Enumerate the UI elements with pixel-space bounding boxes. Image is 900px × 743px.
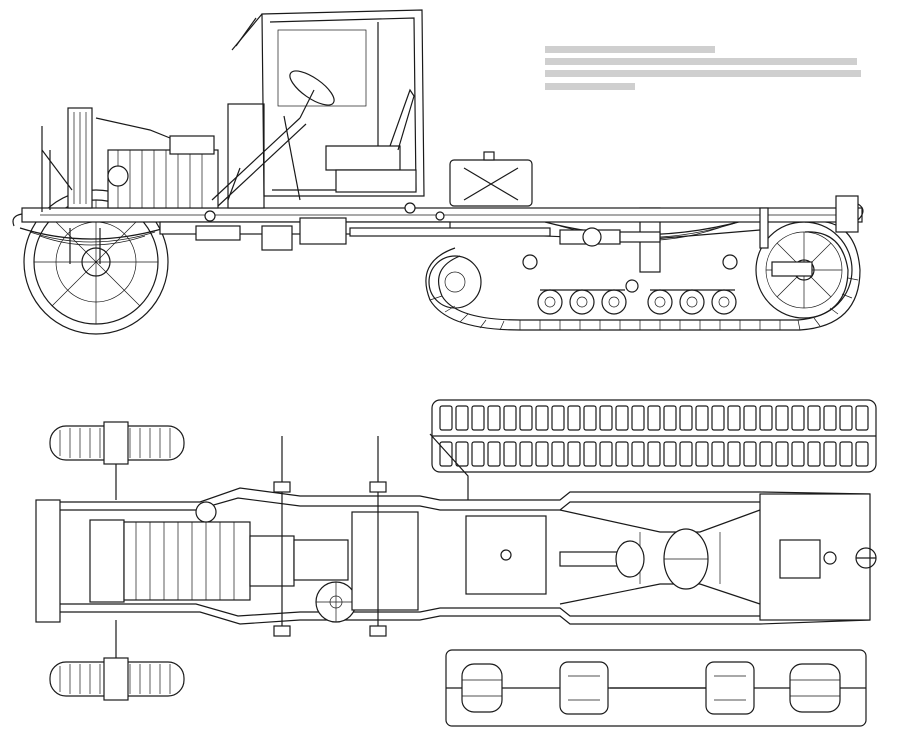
track-link [855,441,869,467]
cab [231,9,425,197]
gearbox-and-steering-plan [293,511,419,623]
track-link [647,441,661,467]
radiator [41,107,93,212]
track-link [567,441,581,467]
track-link [839,441,853,467]
driveline-plan [559,528,709,590]
track-link [471,441,485,467]
track-link [727,405,741,431]
track-link [679,441,693,467]
track-link [711,441,725,467]
track-link [439,405,453,431]
firewall-and-steering [211,70,335,209]
track-link [599,441,613,467]
track-link [631,405,645,431]
chassis-frame-plan [35,487,871,625]
track-link [567,405,581,431]
track-link [519,405,533,431]
front-wheel-plan-upper [49,421,185,465]
track-link [695,441,709,467]
track-link [455,405,469,431]
track-link [679,405,693,431]
track-link [455,441,469,467]
fuel-tank [449,151,533,207]
track-link [487,405,501,431]
track-link [759,441,773,467]
track-link [791,405,805,431]
propeller-shaft [349,227,661,247]
track-link [631,441,645,467]
track-link [615,405,629,431]
frame-details [69,202,813,277]
track-link [647,405,661,431]
track-link [615,441,629,467]
front-wheel [23,189,169,335]
blurred-caption-block [543,44,861,92]
track-link [823,405,837,431]
front-wheel-plan-lower [49,657,185,701]
track-link [791,441,805,467]
track-link [807,441,821,467]
track-link [503,405,517,431]
track-link [551,405,565,431]
side-elevation-view [12,9,864,335]
track-link [743,441,757,467]
track-link [711,405,725,431]
rear-end-plan [779,539,877,579]
track-plan-view [431,399,877,473]
track-link [759,405,773,431]
track-link [535,441,549,467]
track-link [695,405,709,431]
track-link [663,405,677,431]
track-link [775,441,789,467]
engine-block [95,117,219,209]
track-link [599,405,613,431]
track-link [583,441,597,467]
caption-smudge [545,46,861,90]
track-link [807,405,821,431]
track-link [551,441,565,467]
fuel-tank-plan [465,515,547,595]
leaf-springs [19,207,761,273]
track-link [471,405,485,431]
engine-plan [89,501,295,603]
track-link [663,441,677,467]
track-link [439,441,453,467]
track-link [519,441,533,467]
track-link [487,441,501,467]
track-link [855,405,869,431]
track-link [823,441,837,467]
track-link [503,441,517,467]
lower-track-plan [445,649,867,727]
plan-view [35,399,877,727]
track-link [535,405,549,431]
track-link [775,405,789,431]
track-link [583,405,597,431]
track-link [839,405,853,431]
track-link [743,405,757,431]
track-link [727,441,741,467]
cross-members-plan [273,433,469,637]
